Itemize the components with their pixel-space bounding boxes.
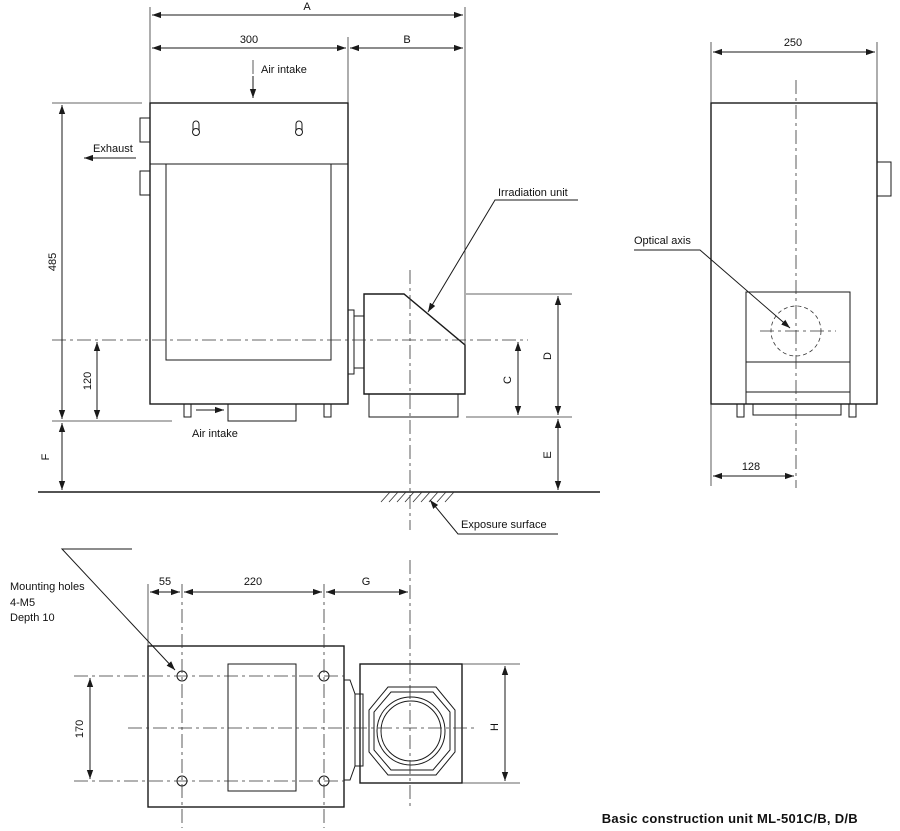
- dim-label-f: F: [40, 453, 52, 460]
- lens-circle-outer: [376, 696, 446, 766]
- dim-label-128: 128: [742, 461, 760, 473]
- irradiation-unit-body: [363, 293, 466, 395]
- side-housing: [710, 102, 878, 405]
- air-intake-bottom-label: Air intake: [192, 428, 238, 440]
- bottom-connector-stub: [354, 693, 364, 767]
- front-annotations: [84, 76, 578, 535]
- dim-label-a: A: [303, 1, 311, 13]
- dim-label-220: 220: [244, 576, 262, 588]
- bottom-extension-lines: [147, 584, 520, 784]
- main-housing: [149, 102, 349, 405]
- drawing-caption: Basic construction unit ML-501C/B, D/B: [602, 811, 858, 826]
- foot-left: [183, 403, 192, 418]
- connector-flange-outer: [347, 309, 355, 375]
- dim-label-300: 300: [240, 34, 258, 46]
- dim-label-b: B: [403, 34, 410, 46]
- irradiation-unit-lens: [368, 393, 459, 418]
- air-intake-top-label: Air intake: [261, 64, 307, 76]
- dim-label-e: E: [542, 451, 554, 458]
- bottom-housing: [147, 645, 345, 808]
- dim-label-120: 120: [82, 372, 94, 390]
- optical-axis-label: Optical axis: [634, 235, 691, 247]
- exposure-surface-label: Exposure surface: [461, 519, 547, 531]
- exposure-surface-hatch: [380, 491, 455, 503]
- dim-label-h: H: [489, 723, 501, 731]
- mounting-holes-depth: Depth 10: [10, 612, 55, 624]
- dim-label-250: 250: [784, 37, 802, 49]
- keyhole-left: [192, 120, 200, 136]
- irradiation-unit-label: Irradiation unit: [498, 187, 568, 199]
- connector-flange-inner: [353, 315, 365, 369]
- exposure-surface-leader: [429, 499, 558, 535]
- dim-label-d: D: [542, 352, 554, 360]
- dim-label-485: 485: [47, 253, 59, 271]
- bottom-connector-flange: [344, 679, 356, 781]
- dim-label-170: 170: [74, 720, 86, 738]
- lens-octagon-outer: [368, 686, 456, 776]
- mounting-holes-leader: [60, 548, 176, 671]
- mounting-holes-spec: 4-M5: [10, 597, 35, 609]
- exhaust-flange-top: [139, 117, 151, 143]
- exhaust-flange-bottom: [139, 170, 151, 196]
- side-connector: [876, 161, 892, 197]
- bottom-duct-outline: [227, 663, 297, 792]
- front-dimension-lines: [58, 11, 562, 490]
- front-panel: [165, 163, 332, 361]
- bottom-irradiation-unit: [359, 663, 463, 784]
- side-foot-left: [736, 403, 745, 418]
- dim-label-c: C: [502, 376, 514, 384]
- dim-label-g: G: [362, 576, 371, 588]
- bottom-air-duct: [227, 403, 297, 422]
- front-extension-lines: [52, 7, 572, 422]
- side-foot-right: [848, 403, 857, 418]
- bottom-view: [74, 560, 474, 828]
- dim-label-55: 55: [159, 576, 171, 588]
- lens-circle-inner: [380, 700, 442, 762]
- exhaust-label: Exhaust: [93, 143, 133, 155]
- optical-axis-leader: [634, 249, 791, 329]
- front-view: [38, 60, 600, 530]
- side-view: [710, 80, 892, 488]
- side-irradiation-window: [745, 291, 851, 405]
- keyhole-right: [295, 120, 303, 136]
- foot-right: [323, 403, 332, 418]
- lens-octagon-inner: [373, 691, 451, 771]
- side-extension-lines: [710, 42, 878, 486]
- side-bottom-duct: [752, 403, 842, 416]
- mounting-holes-label: Mounting holes: [10, 581, 85, 593]
- irradiation-unit-leader: [427, 199, 578, 313]
